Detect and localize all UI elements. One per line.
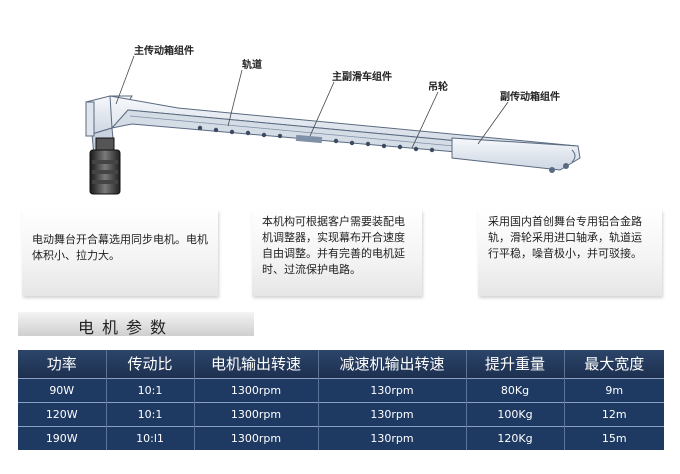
header-ratio: 传动比: [106, 350, 195, 378]
header-lift-weight: 提升重量: [466, 350, 565, 378]
label-pulley-assembly: 主副滑车组件: [332, 72, 392, 83]
callout-lines: [115, 55, 509, 149]
aux-drive-box: [451, 137, 581, 173]
section-heading: 电机参数: [18, 312, 254, 337]
table-row: 90W 10:1 1300rpm 130rpm 80Kg 9m: [18, 377, 664, 402]
hanging-wheels: [197, 125, 435, 153]
track-drawing: [85, 55, 581, 195]
cell-lift-weight: 100Kg: [466, 401, 565, 426]
cell-lift-weight: 120Kg: [466, 425, 565, 450]
cell-ratio: 10:1: [106, 377, 195, 402]
cell-motor-speed: 1300rpm: [194, 425, 319, 450]
cell-power: 90W: [18, 377, 107, 402]
cell-reducer-speed: 130rpm: [318, 377, 467, 402]
description-controller: 本机构可根据客户需要装配电机调整器，实现幕布开合速度自由调整。并有完善的电机延时…: [252, 210, 422, 296]
section-title: 电机参数: [78, 318, 175, 337]
cell-max-width: 12m: [564, 401, 664, 426]
cell-power: 190W: [18, 425, 107, 450]
label-hanging-wheel: 吊轮: [428, 82, 448, 93]
motor: [89, 137, 121, 195]
cell-max-width: 15m: [564, 425, 664, 450]
description-rail: 采用国内首创舞台专用铝合金路轨，滑轮采用进口轴承，轨道运行平稳，噪音极小，并可驳…: [478, 210, 662, 296]
cell-reducer-speed: 130rpm: [318, 425, 467, 450]
header-reducer-speed: 减速机输出转速: [318, 350, 467, 378]
table-row: 190W 10:l1 1300rpm 130rpm 120Kg 15m: [18, 425, 664, 450]
label-track: 轨道: [242, 60, 262, 71]
motor-parameter-table: 功率 传动比 电机输出转速 减速机输出转速 提升重量 最大宽度 90W 10:1…: [18, 350, 664, 450]
header-max-width: 最大宽度: [564, 350, 664, 378]
header-power: 功率: [18, 350, 107, 378]
cell-ratio: 10:l1: [106, 425, 195, 450]
table-header-row: 功率 传动比 电机输出转速 减速机输出转速 提升重量 最大宽度: [18, 350, 664, 378]
table-row: 120W 10:1 1300rpm 130rpm 100Kg 12m: [18, 401, 664, 426]
label-main-drive: 主传动箱组件: [134, 46, 194, 57]
cell-power: 120W: [18, 401, 107, 426]
cell-motor-speed: 1300rpm: [194, 377, 319, 402]
track-assembly-diagram: 主传动箱组件 轨道 主副滑车组件 吊轮 副传动箱组件: [0, 0, 680, 215]
header-motor-speed: 电机输出转速: [194, 350, 319, 378]
description-motor: 电动舞台开合幕选用同步电机。电机体积小、拉力大。: [22, 210, 218, 296]
cell-reducer-speed: 130rpm: [318, 401, 467, 426]
cell-ratio: 10:1: [106, 401, 195, 426]
cell-motor-speed: 1300rpm: [194, 401, 319, 426]
cell-lift-weight: 80Kg: [466, 377, 565, 402]
cell-max-width: 9m: [564, 377, 664, 402]
label-aux-drive: 副传动箱组件: [500, 92, 560, 103]
